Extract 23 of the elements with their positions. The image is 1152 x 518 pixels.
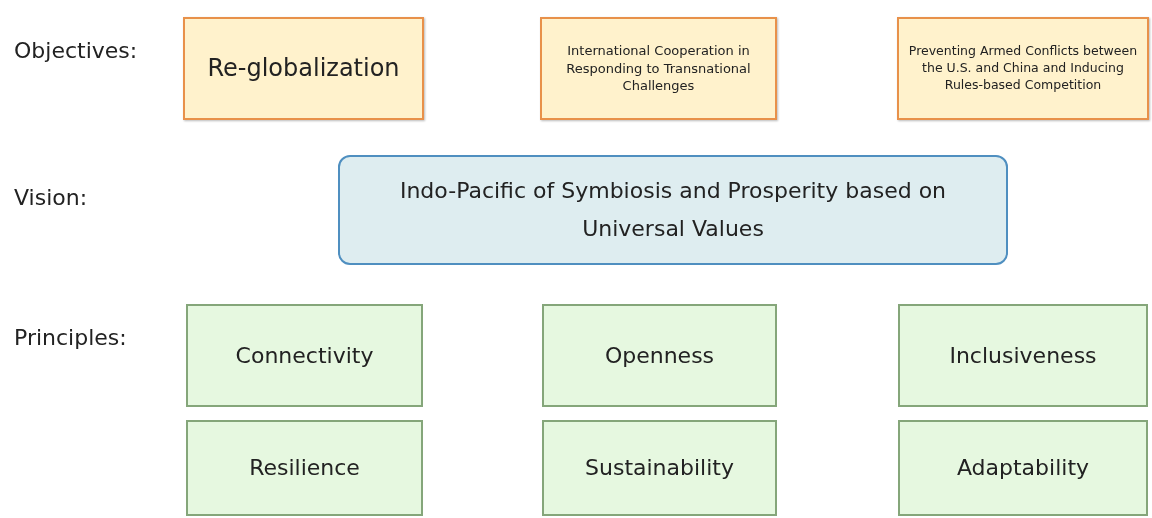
principle-box [898, 420, 1148, 516]
vision-box [338, 155, 1008, 265]
principle-box [542, 304, 777, 407]
box-text: Inclusiveness [949, 341, 1097, 370]
row-label: Principles: [14, 325, 127, 350]
box-text: Adaptability [956, 454, 1090, 483]
box-text: Sustainability [585, 454, 734, 483]
box-text: Indo-Pacific of Symbiosis and Prosperity based on Universal Values [398, 176, 948, 243]
box-text: Preventing Armed Conflicts between the U.S. and China and Inducing Rules-based Competition [907, 43, 1139, 94]
principle-box [898, 304, 1148, 407]
box-text: Connectivity [235, 341, 374, 370]
principle-box [186, 420, 423, 516]
box-text: Openness [604, 341, 715, 370]
row-label: Vision: [14, 185, 88, 210]
objective-box [540, 17, 777, 120]
box-text: International Cooperation in Responding to Transnational Challenges [565, 42, 752, 95]
box-text: Resilience [249, 454, 360, 483]
row-label: Objectives: [14, 38, 138, 63]
principle-box [542, 420, 777, 516]
box-text: Re-globalization [207, 53, 400, 85]
principle-box [186, 304, 423, 407]
objective-box [183, 17, 424, 120]
objective-box [897, 17, 1149, 120]
